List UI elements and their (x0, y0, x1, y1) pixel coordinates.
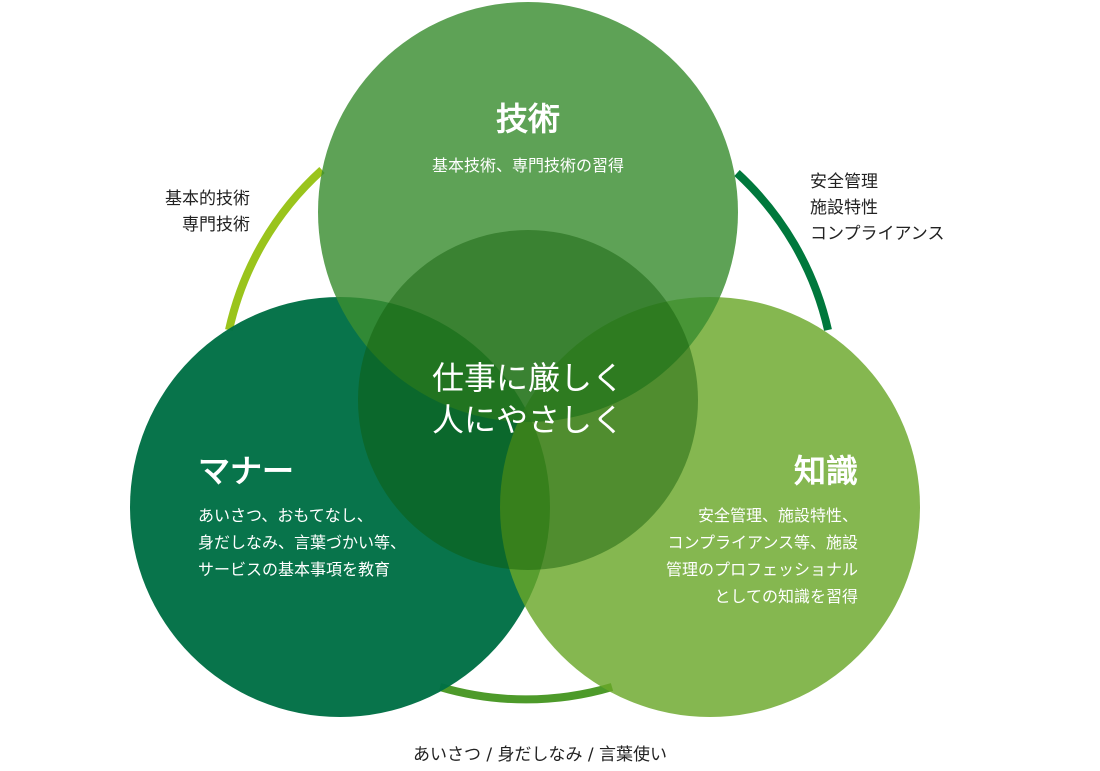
gijutsu-circle (318, 2, 738, 422)
outer-label-bottom: あいさつ / 身だしなみ / 言葉使い (412, 745, 668, 765)
chishiki-desc-line2: コンプライアンス等、施設 (667, 533, 858, 552)
manner-desc-line2: 身だしなみ、言葉づかい等、 (198, 533, 407, 552)
center-slogan-line1: 仕事に厳しく (431, 359, 624, 397)
outer-label-top-left-line2: 専門技術 (182, 215, 250, 235)
center-slogan-line2: 人にやさしく (431, 401, 624, 439)
outer-label-top-right-line2: 施設特性 (810, 198, 878, 218)
chishiki-desc-line4: としての知識を習得 (714, 587, 858, 606)
outer-label-top-left: 基本的技術 専門技術 (150, 186, 250, 238)
circles-group (130, 2, 920, 717)
outer-ring-right-arc (734, 170, 832, 331)
chishiki-desc-line1: 安全管理、施設特性、 (697, 506, 858, 525)
chishiki-desc-line3: 管理のプロフェッショナル (665, 560, 858, 579)
chishiki-title: 知識 (793, 452, 858, 490)
gijutsu-title: 技術 (495, 100, 560, 138)
manner-title: マナー (198, 452, 295, 490)
outer-label-top-right-line1: 安全管理 (810, 172, 878, 192)
chishiki-desc: 安全管理、施設特性、 コンプライアンス等、施設 管理のプロフェッショナル として… (598, 502, 858, 610)
outer-label-top-right: 安全管理 施設特性 コンプライアンス (810, 169, 1010, 247)
manner-desc-line1: あいさつ、おもてなし、 (198, 506, 373, 525)
outer-label-top-left-line1: 基本的技術 (165, 189, 250, 209)
center-circle (358, 230, 698, 570)
manner-desc: あいさつ、おもてなし、 身だしなみ、言葉づかい等、 サービスの基本事項を教育 (198, 502, 458, 583)
manner-desc-line3: サービスの基本事項を教育 (198, 560, 391, 579)
center-slogan: 仕事に厳しく 人にやさしく (378, 357, 678, 441)
outer-ring-bottom-arc (438, 683, 614, 704)
outer-label-top-right-line3: コンプライアンス (810, 224, 945, 244)
gijutsu-desc: 基本技術、専門技術の習得 (431, 156, 624, 175)
outer-ring (225, 167, 832, 704)
outer-ring-left-arc (225, 167, 325, 331)
